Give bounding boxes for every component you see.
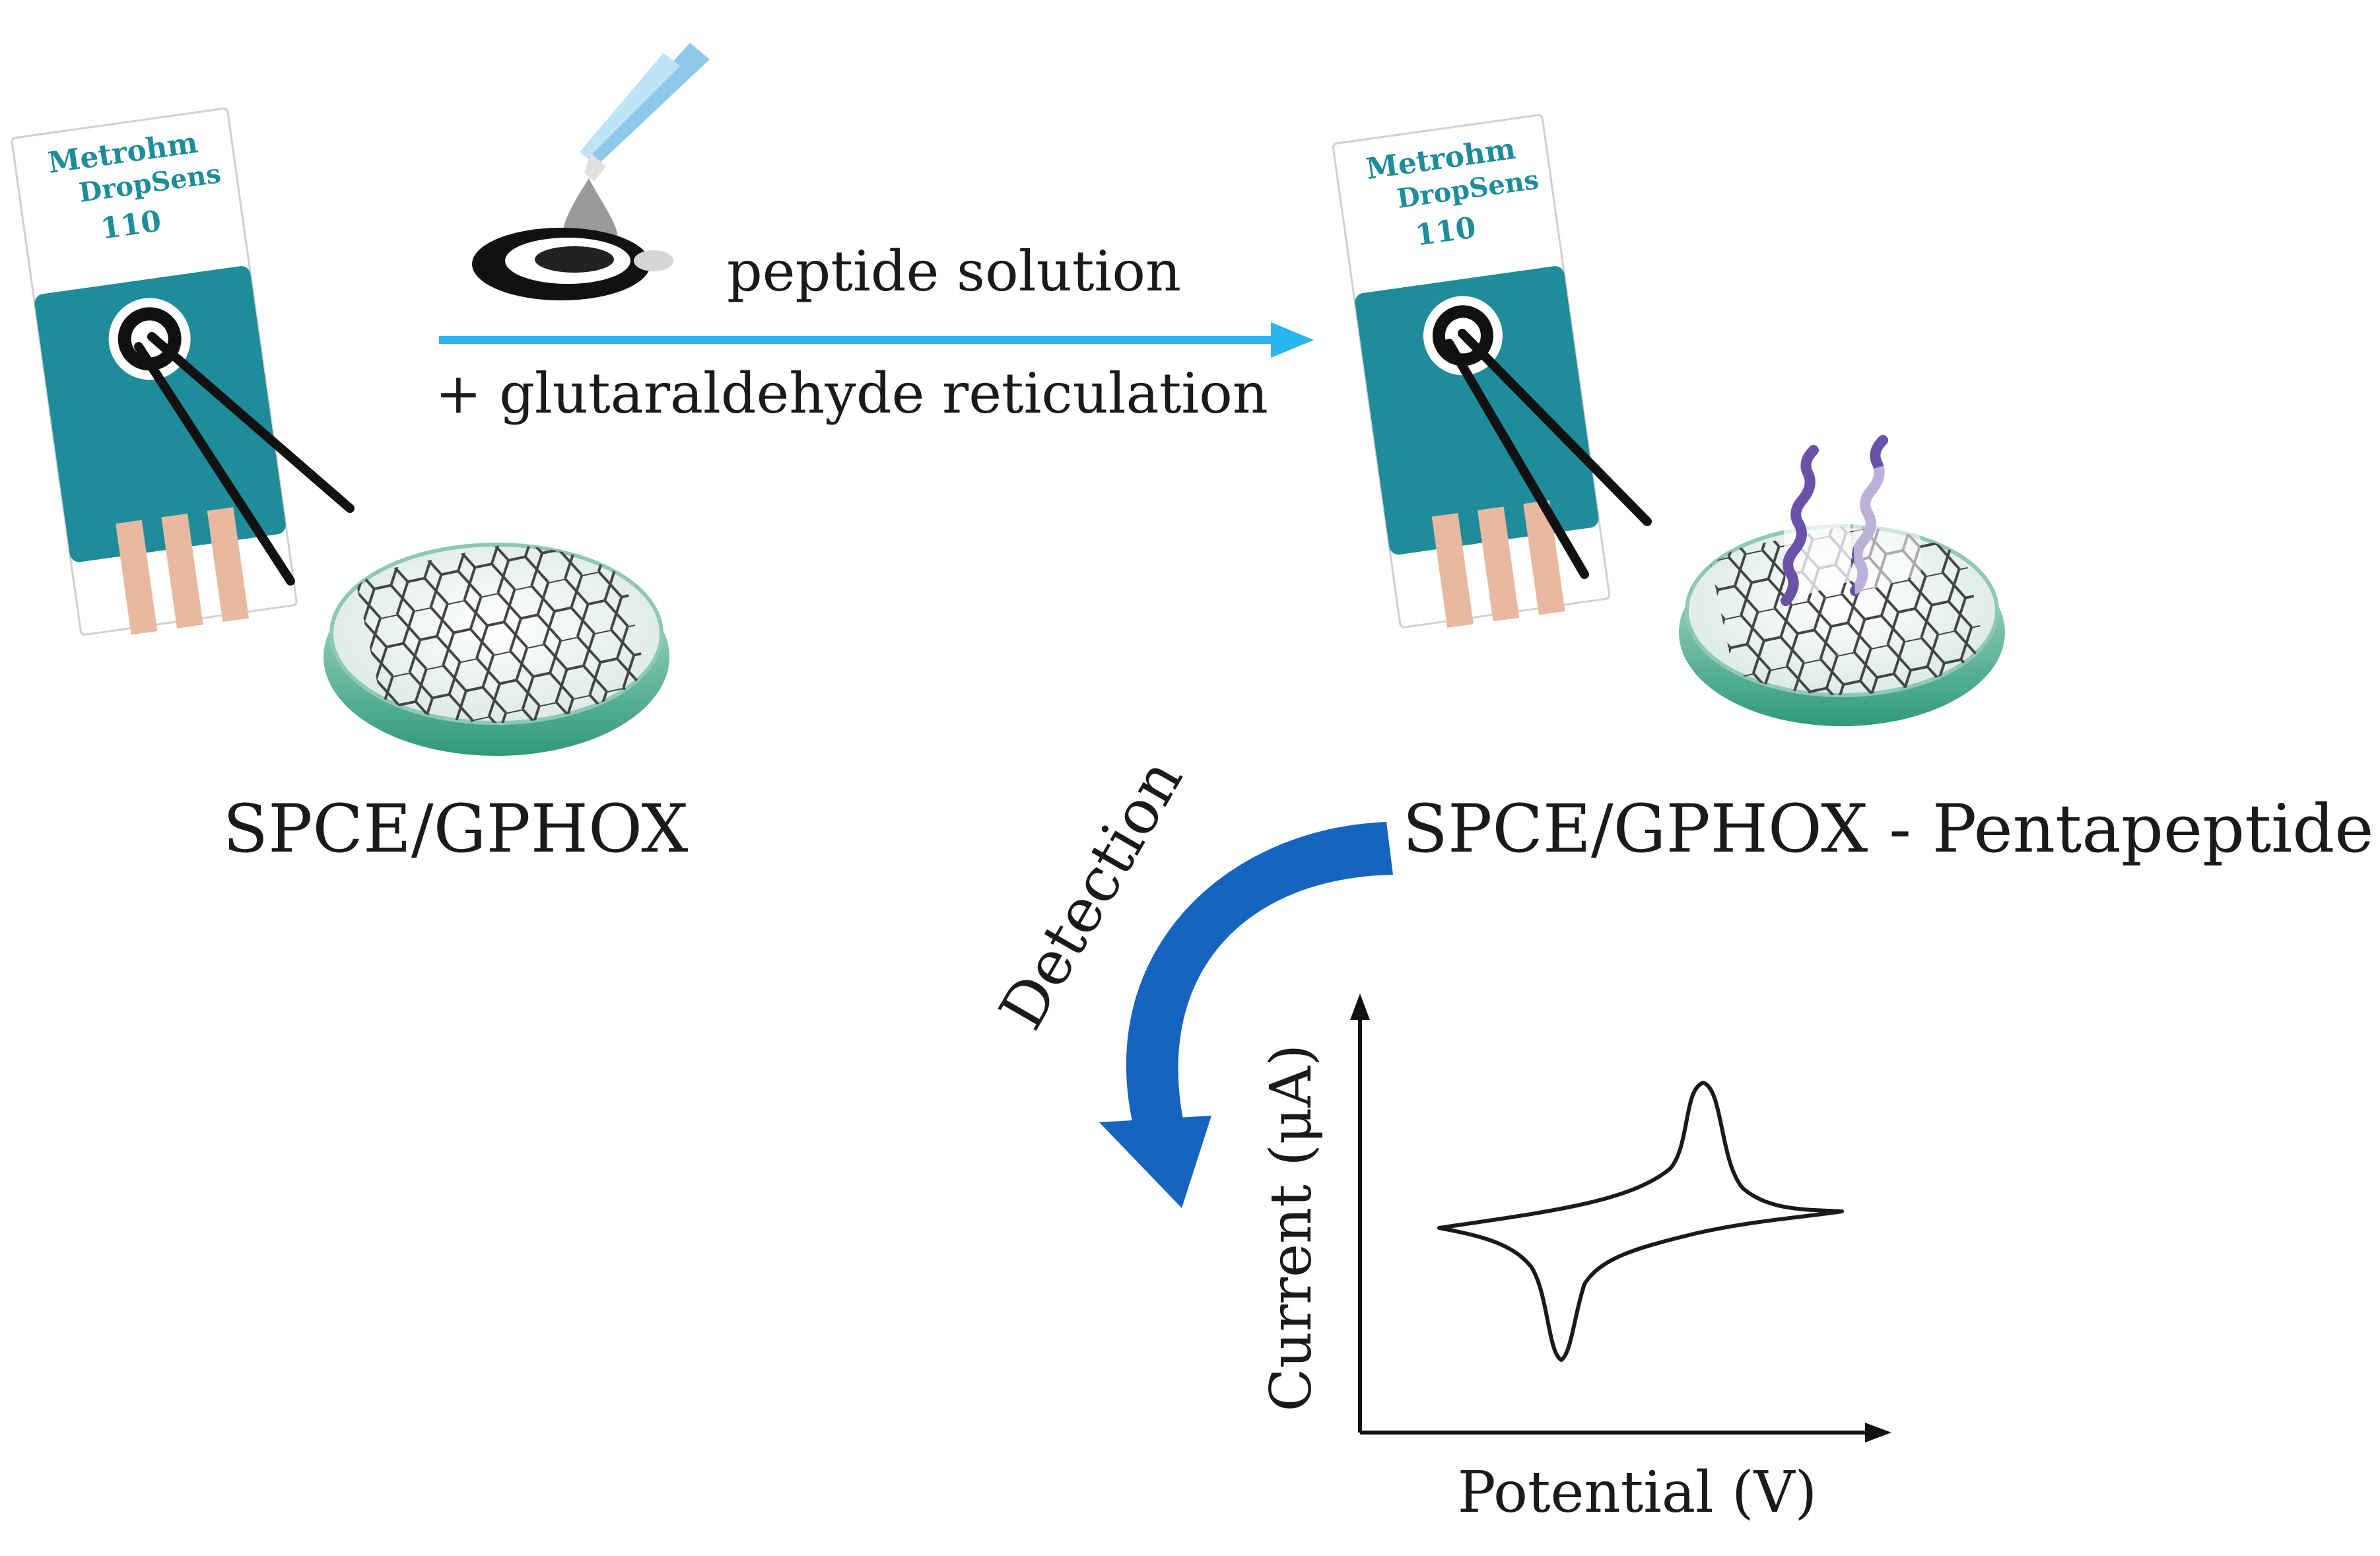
electrode-strip-icon [34, 266, 286, 562]
cv-ylabel: Current (μA) [1258, 1044, 1324, 1412]
electrode-strip-left: Metrohm DropSens 110 [11, 107, 355, 636]
process-arrow [439, 322, 1314, 358]
cv-curve [1437, 1081, 1844, 1362]
graphene-dish-right [1679, 435, 2005, 726]
label-spce-gphox: SPCE/GPHOX [223, 790, 689, 867]
label-peptide-solution: peptide solution [727, 239, 1181, 304]
peptide-strand-icon [1781, 435, 1921, 606]
strip-model-left: 110 [98, 205, 163, 246]
strip-model-right: 110 [1413, 211, 1478, 252]
cv-xlabel: Potential (V) [1458, 1460, 1817, 1526]
label-glutaraldehyde: + glutaraldehyde reticulation [435, 361, 1268, 426]
label-spce-gphox-pentapeptide: SPCE/GPHOX - Pentapeptide [1403, 790, 2374, 867]
pipette-icon [580, 43, 710, 182]
detection-arrow [1099, 822, 1393, 1208]
graphene-dish-icon [355, 545, 652, 723]
graphene-dish-left [323, 543, 669, 756]
cv-plot: Current (μA) Potential (V) [1258, 994, 1891, 1526]
pipette-group [472, 43, 710, 300]
electrode-strip-right: Metrohm DropSens 110 [1332, 114, 1652, 628]
